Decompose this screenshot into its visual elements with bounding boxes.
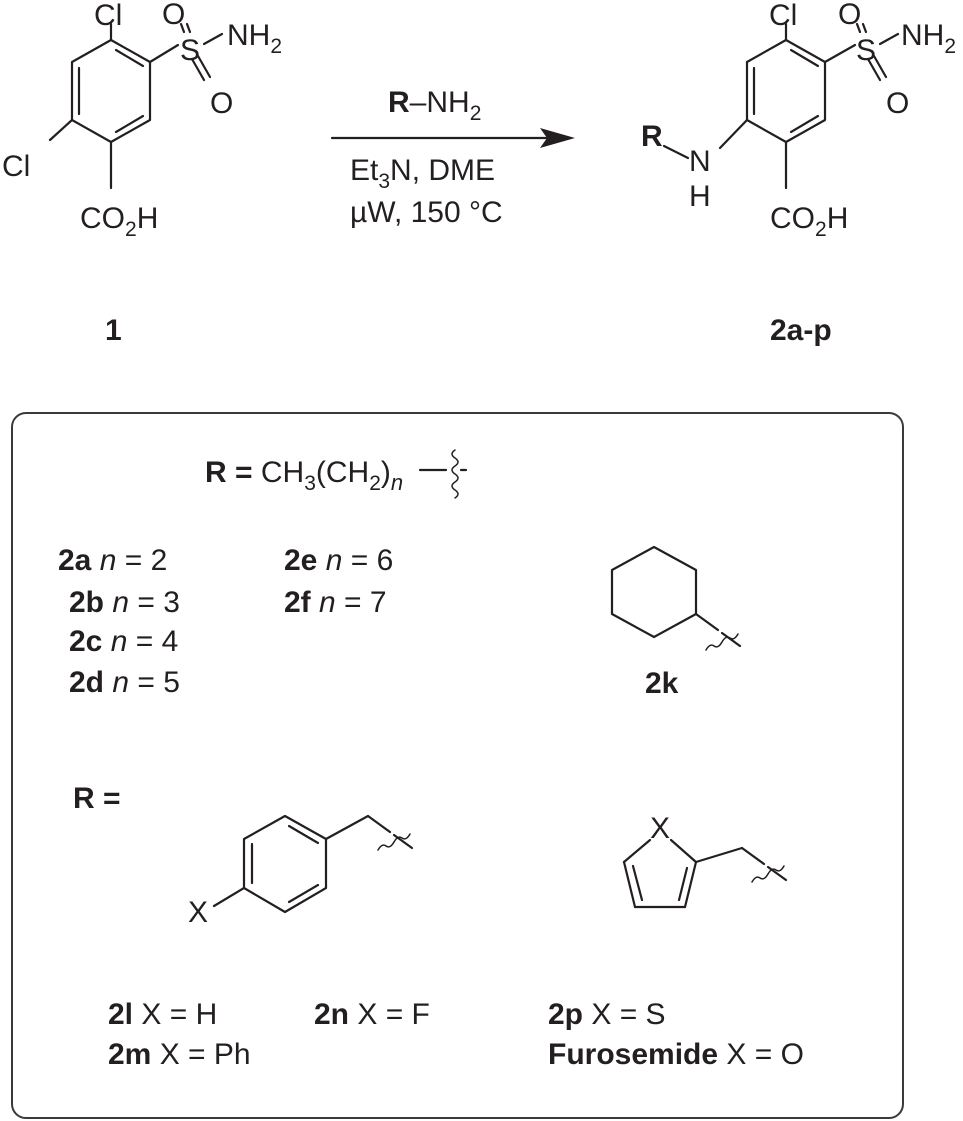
variant-2n: 2n X = F (314, 998, 430, 1031)
reactant-s-o-bond (179, 22, 186, 34)
benzyl-c-x-bond (212, 886, 246, 908)
product-o-top-label: O (838, 0, 861, 31)
product-s-o-bond (855, 22, 862, 34)
product-ring-inner-bond (789, 114, 820, 134)
product-c-s-bond (823, 43, 857, 64)
reactant-ring-inner-bond (114, 114, 145, 134)
reactant-ring-inner-bond (114, 48, 145, 68)
reaction-arrow (330, 128, 575, 148)
heteroaryl-attachment-tick (766, 865, 788, 882)
reactant-s-o-bond (196, 54, 212, 79)
benzyl-ring-inner-bond (287, 883, 320, 904)
product-s-o-bond (861, 22, 868, 34)
benzyl-structure (212, 814, 414, 914)
alkyl-wavy-attachment-icon (451, 449, 459, 499)
product-ring (745, 38, 827, 144)
arrow-head (540, 128, 575, 148)
product-c-n-bond (718, 118, 749, 150)
benzyl-wavy-attachment-icon (377, 833, 411, 851)
alkyl-item-2c: 2c n = 4 (69, 625, 178, 658)
alkyl-item-2d: 2d n = 5 (69, 666, 180, 699)
product-s-o-bond (866, 57, 882, 82)
cyclohexyl-attachment-bond (694, 612, 720, 632)
product-cl-label: Cl (769, 0, 797, 32)
reactant-c-s-bond (148, 43, 180, 64)
compound-label-1: 1 (105, 314, 122, 347)
alkyl-item-2b: 2b n = 3 (69, 586, 180, 619)
benzyl-ring (242, 814, 328, 914)
product-cooh-label: CO2H (770, 202, 848, 241)
product-ring-inner-bond (789, 48, 820, 68)
product-n-label: N (689, 145, 711, 178)
heteroaryl-attachment-bond (740, 846, 766, 866)
cyclohexyl-wavy-attachment-icon (705, 633, 739, 651)
benzyl-attachment-bond (366, 814, 392, 834)
alkyl-item-2a: 2a n = 2 (58, 544, 167, 577)
variant-2p: 2p X = S (548, 998, 666, 1031)
reactant-ring (70, 38, 152, 144)
alkyl-item-2e: 2e n = 6 (284, 544, 393, 577)
heteroaryl-ring-bond (669, 838, 698, 864)
variant-furosemide: Furosemide X = O (548, 1038, 804, 1071)
heteroaryl-ring-bond (622, 860, 637, 909)
reactant-s-n-bond (202, 32, 224, 46)
reactant-c-cl-bond (48, 118, 74, 142)
reactant-s-o-bond (190, 57, 206, 82)
benzyl-ring-inner-bond (287, 824, 320, 845)
variant-2l: 2l X = H (108, 998, 217, 1031)
product-o-bottom-label: O (886, 87, 909, 120)
benzyl-attachment-tick (392, 833, 414, 850)
heteroaryl-structure (622, 838, 788, 909)
heteroaryl-ch2-bond (694, 846, 744, 864)
product-n-r-bond (662, 144, 690, 160)
product-structure: Cl S O O NH2 CO2H R N H (641, 0, 956, 241)
product-s-o-bond (872, 54, 888, 79)
heteroaryl-ring-inner-bond (631, 864, 644, 902)
product-s-n-bond (878, 32, 900, 46)
cyclohexyl-structure (610, 545, 742, 651)
cyclohexane-ring (610, 545, 698, 639)
reactant-nh2-label: NH2 (227, 19, 282, 58)
reactant-o-top-label: O (162, 0, 185, 31)
product-s-label: S (856, 34, 876, 67)
variant-2m: 2m X = Ph (108, 1038, 251, 1071)
product-r-label: R (641, 120, 663, 153)
product-nh2-label: NH2 (901, 19, 956, 58)
conditions-line-2: µW, 150 °C (350, 196, 503, 229)
conditions-line-1: Et3N, DME (350, 154, 495, 193)
aryl-r-definition: R = (73, 782, 121, 815)
benzyl-x-label: X (188, 896, 208, 929)
reactant-s-o-bond (185, 22, 192, 34)
reactant-cl-left-label: Cl (2, 150, 30, 183)
benzyl-ch2-bond (324, 814, 370, 841)
heteroaryl-x-label: X (650, 812, 670, 845)
cyclohexyl-label-2k: 2k (645, 667, 679, 700)
reactant-s-label: S (180, 34, 200, 67)
reagent-label: R–NH2 (388, 86, 481, 125)
compound-label-2a-p: 2a-p (770, 314, 832, 347)
heteroaryl-ring-inner-bond (677, 866, 689, 902)
product-nh-h-label: H (689, 180, 711, 213)
alkyl-item-2f: 2f n = 7 (284, 586, 387, 619)
reactant-o-bottom-label: O (210, 87, 233, 120)
heteroaryl-ring-bond (683, 860, 698, 909)
alkyl-r-definition: R = CH3(CH2)n (205, 456, 403, 495)
heteroaryl-wavy-attachment-icon (751, 865, 785, 883)
reactant-cl-top-label: Cl (94, 0, 122, 32)
heteroaryl-ring-bond (622, 838, 652, 864)
cyclohexyl-attachment-tick (720, 631, 742, 648)
substituent-box (11, 412, 904, 1119)
reactant-cooh-label: CO2H (80, 202, 158, 241)
reactant-structure: Cl Cl S O O NH2 CO2H (2, 0, 282, 241)
